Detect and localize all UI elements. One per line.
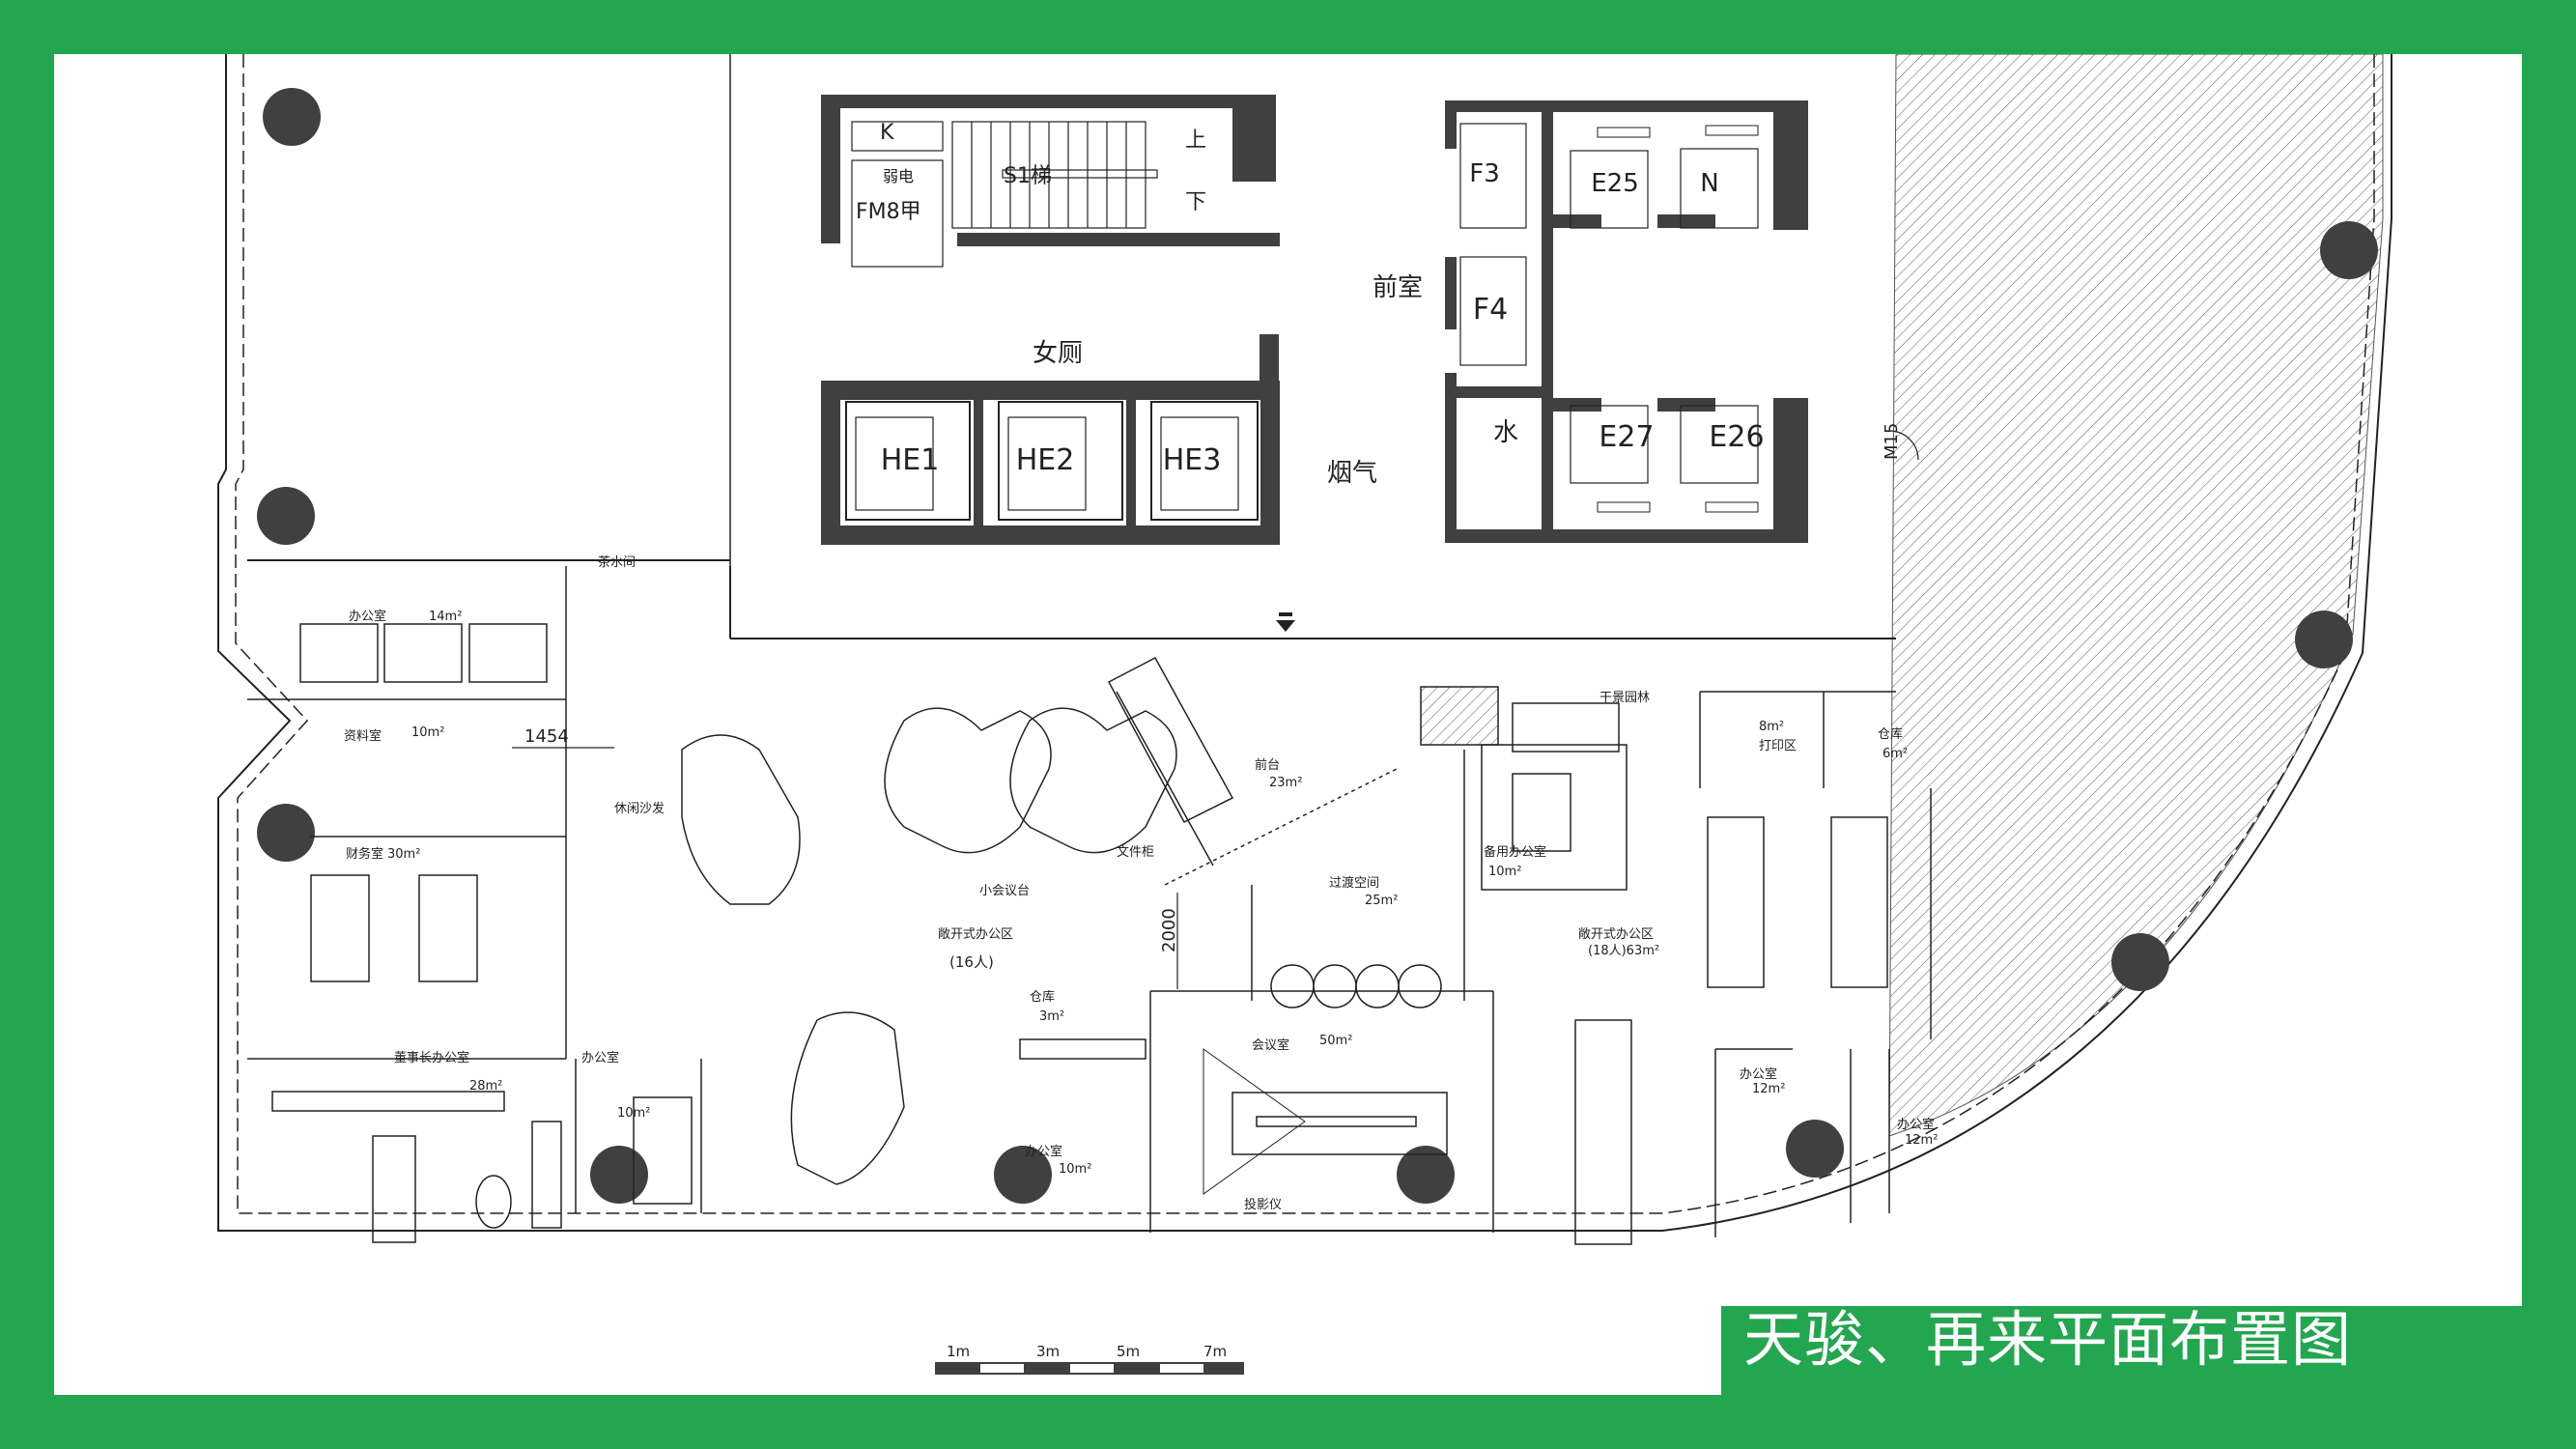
small-meeting-table-label: 小会议台 — [979, 884, 1030, 898]
elevator-he2-label: HE2 — [1016, 443, 1075, 477]
open-office-18 — [1512, 691, 1932, 1245]
transition-space-area: 25m² — [1365, 894, 1398, 908]
elevator-he1-label: HE1 — [881, 443, 940, 477]
electric-room-label: 弱电 — [883, 167, 914, 185]
stair-label: S1梯 — [1004, 164, 1052, 188]
room-office-14-area: 14m² — [429, 610, 462, 624]
womens-restroom-label: 女厕 — [1033, 339, 1083, 368]
meeting-room-name: 会议室 — [1252, 1037, 1289, 1053]
open-office-18-name: 敞开式办公区 — [1578, 926, 1654, 942]
transition-space-name: 过渡空间 — [1329, 875, 1379, 891]
spare-office-name: 备用办公室 — [1484, 844, 1546, 860]
scale-label-3m: 3m — [1036, 1343, 1060, 1360]
vestibule-label: 前室 — [1373, 273, 1423, 302]
print-area-name: 打印区 — [1759, 739, 1797, 753]
open-office-16 — [681, 707, 1177, 1185]
storage-6-name: 仓库 — [1878, 726, 1903, 742]
drawing-sheet: HE1 HE2 HE3 F3 F4 E25 N E27 E26 S1梯 上 下 … — [54, 54, 2522, 1395]
scale-bar: 1m 3m 5m 7m — [935, 1343, 1244, 1375]
room-chairman-name: 董事长办公室 — [394, 1050, 469, 1065]
room-office-12b-area: 12m² — [1905, 1133, 1938, 1148]
room-office-10b-name: 办公室 — [1025, 1144, 1062, 1159]
room-office-12a-area: 12m² — [1752, 1082, 1785, 1096]
scale-label-1m: 1m — [947, 1343, 970, 1360]
room-pantry-name: 茶水间 — [598, 554, 636, 570]
smoke-shaft-label: 烟气 — [1327, 459, 1377, 488]
storage-3-name: 仓库 — [1030, 989, 1055, 1005]
room-finance-area: 30m² — [387, 847, 420, 862]
elevator-n-label: N — [1700, 169, 1718, 198]
room-office-10a-name: 办公室 — [581, 1050, 619, 1065]
lounge-sofa-label: 休闲沙发 — [614, 801, 665, 816]
reception-name: 前台 — [1255, 757, 1280, 773]
stair-down-label: 下 — [1185, 190, 1206, 214]
room-finance-name: 财务室 — [346, 846, 383, 862]
elevator-he3-label: HE3 — [1163, 443, 1222, 477]
dimension-1454: 1454 — [524, 726, 569, 747]
reception-area-value: 23m² — [1269, 776, 1302, 790]
open-office-18-capacity: (18人)63m² — [1588, 944, 1659, 958]
building-outline — [217, 54, 2392, 1232]
dry-garden-label: 干景园林 — [1599, 691, 1650, 705]
reception-area — [1107, 656, 1628, 1009]
room-office-12a-name: 办公室 — [1740, 1066, 1777, 1082]
stair-up-label: 上 — [1185, 128, 1206, 153]
spare-office-area: 10m² — [1488, 865, 1521, 879]
room-office-10b-area: 10m² — [1059, 1162, 1091, 1177]
drawing-title: 天骏、再来平面布置图 — [1743, 1304, 2353, 1375]
water-label: 水 — [1493, 418, 1518, 447]
title-band — [1721, 1306, 2522, 1395]
projector-label: 投影仪 — [1244, 1197, 1282, 1212]
elevator-e26-label: E26 — [1709, 420, 1764, 454]
columns — [257, 88, 2378, 1204]
room-office-12b-name: 办公室 — [1897, 1117, 1935, 1132]
scale-label-5m: 5m — [1117, 1343, 1140, 1360]
dimension-2000: 2000 — [1159, 908, 1179, 952]
meeting-room — [1019, 990, 1494, 1233]
door-tag-m15: M15 — [1882, 423, 1902, 460]
elevator-e25-label: E25 — [1591, 169, 1639, 198]
scale-label-7m: 7m — [1203, 1343, 1227, 1360]
floor-plan: HE1 HE2 HE3 F3 F4 E25 N E27 E26 S1梯 上 下 … — [217, 54, 2392, 1245]
room-office-14-name: 办公室 — [349, 609, 386, 624]
door-code-label: FM8甲 — [856, 200, 921, 224]
room-archive-area: 10m² — [411, 725, 444, 740]
file-cabinet-label: 文件柜 — [1117, 845, 1154, 860]
core-west — [821, 95, 1280, 545]
meeting-room-area: 50m² — [1319, 1034, 1352, 1048]
entrance-arrow-icon — [1276, 620, 1295, 632]
left-rooms — [247, 566, 702, 1243]
elevator-f3-label: F3 — [1469, 159, 1500, 188]
storage-6-area: 6m² — [1882, 747, 1908, 761]
open-office-16-name: 敞开式办公区 — [938, 926, 1013, 942]
room-chairman-area: 28m² — [469, 1079, 502, 1094]
storage-3-area: 3m² — [1039, 1009, 1064, 1024]
elevator-f4-label: F4 — [1473, 293, 1508, 327]
room-office-10a-area: 10m² — [617, 1106, 650, 1121]
shaft-k-label: K — [880, 121, 894, 145]
core-east — [1445, 100, 1808, 543]
elevator-e27-label: E27 — [1599, 420, 1654, 454]
print-area-area: 8m² — [1759, 720, 1784, 734]
room-archive-name: 资料室 — [344, 728, 382, 744]
open-office-16-capacity: (16人) — [949, 953, 994, 971]
